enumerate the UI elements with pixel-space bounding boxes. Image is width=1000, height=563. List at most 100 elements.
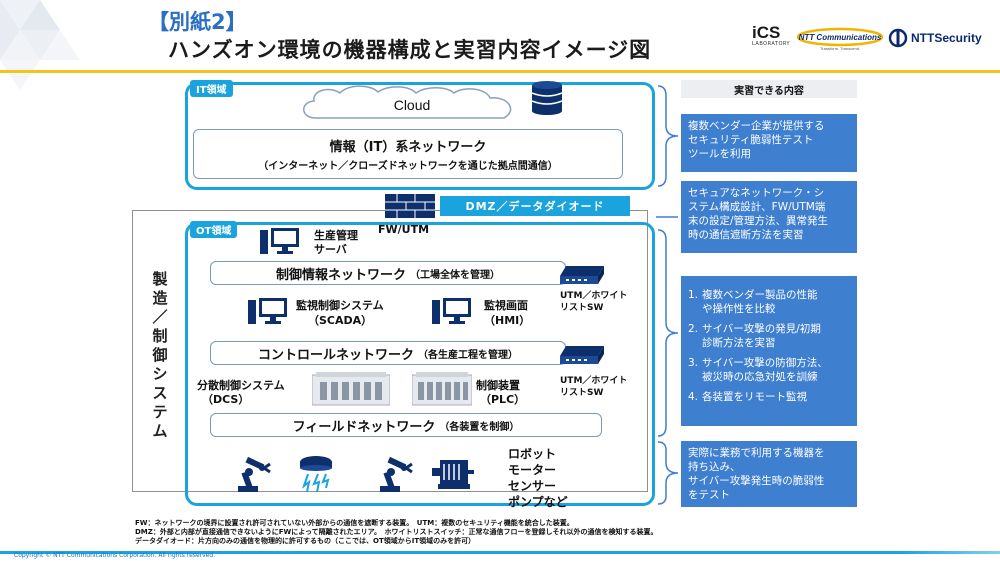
practice-list-item: 3.サイバー攻撃の防御方法、 被災時の応急対処を訓練	[688, 356, 850, 384]
glossary-notes: FW：ネットワークの境界に設置され許可されていない外部からの通信を遮断する装置。…	[135, 519, 657, 546]
server-computer-icon	[260, 228, 299, 254]
field-network-box: フィールドネットワーク （各装置を制御）	[210, 413, 602, 437]
mfg-char: 製	[152, 269, 168, 288]
glossary-line: データダイオード：片方向のみの通信を物理的に許可するもの（ここでは、OT領域から…	[135, 537, 476, 545]
practice-line: 複数ベンダー企業が提供する	[688, 120, 825, 132]
item-line: サイバー攻撃の防御方法、	[702, 357, 828, 369]
practice-list-item: 2.サイバー攻撃の発見/初期 診断方法を実習	[688, 322, 850, 350]
practice-line: サイバー攻撃発生時の脆弱性	[688, 475, 825, 487]
practice-line: セキュリティ脆弱性テスト	[688, 134, 814, 146]
scada-computer-icon	[248, 298, 287, 324]
dcs-cabinet-icon	[312, 372, 390, 406]
database-icon	[531, 81, 563, 115]
hmi-computer-icon	[432, 298, 471, 324]
header-divider	[0, 70, 1000, 73]
practice-box-own-devices: 実際に業務で利用する機器を 持ち込み、 サイバー攻撃発生時の脆弱性 をテスト	[681, 441, 857, 507]
practice-line: 実際に業務で利用する機器を	[688, 447, 825, 459]
mfg-char: 御	[152, 345, 168, 364]
ot-zone-tag: OT領域	[190, 221, 238, 238]
copyright: Copyright © NTT Communications Corporati…	[14, 552, 216, 559]
utm-switch-label-2a: UTM／ホワイト	[560, 376, 628, 386]
corner-decoration	[0, 0, 80, 90]
cloud-icon: Cloud	[303, 85, 512, 119]
bracket-connector	[657, 229, 679, 437]
practice-line: セキュアなネットワーク・シ	[688, 187, 825, 199]
title-label: 【別紙2】	[148, 10, 247, 34]
prod-server-label-1: 生産管理	[314, 229, 358, 242]
scada-label-1: 監視制御システム	[296, 299, 384, 312]
practice-list-item: 4.各装置をリモート監視	[688, 390, 850, 404]
firewall-icon	[385, 194, 435, 218]
motor-icon	[432, 460, 474, 489]
ntt-logo-sub: Transform. Transcend.	[820, 46, 860, 51]
item-number: 4.	[688, 391, 699, 403]
item-line: 診断方法を実習	[702, 337, 776, 349]
hmi-label-2: （HMI）	[484, 314, 531, 327]
device-sensor-label: センサー	[508, 479, 557, 493]
device-motor-label: モーター	[508, 463, 557, 477]
mfg-char: 制	[152, 326, 168, 345]
plc-label-1: 制御装置	[476, 379, 520, 392]
utm-switch-icon	[560, 266, 604, 284]
utm-switch-label-1a: UTM／ホワイト	[560, 291, 628, 301]
page-title: ハンズオン環境の機器構成と実習内容イメージ図	[168, 38, 652, 62]
mfg-char: ／	[152, 307, 168, 326]
item-line: 被災時の応急対処を訓練	[702, 371, 818, 383]
info-network-title: 情報（IT）系ネットワーク	[329, 140, 487, 155]
practice-content-heading: 実習できる内容	[681, 80, 857, 98]
control-info-network-box: 制御情報ネットワーク （工場全体を管理）	[210, 261, 566, 285]
sensor-icon	[300, 456, 332, 493]
bracket-connector	[656, 216, 678, 218]
ics-logo: iCS LABORATORY	[752, 24, 790, 52]
fw-utm-label: FW/UTM	[378, 223, 430, 236]
item-number: 2.	[688, 323, 699, 335]
item-number: 1.	[688, 289, 699, 301]
it-zone-tag: IT領域	[190, 80, 233, 97]
practice-line: 持ち込み、	[688, 461, 741, 473]
ntt-security-mark-icon	[888, 28, 908, 48]
utm-switch-icon	[560, 346, 604, 364]
item-line: や操作性を比較	[702, 303, 776, 315]
practice-line: ステム構成設計、FW/UTM端	[688, 201, 826, 213]
control-network-box: コントロールネットワーク （各生産工程を管理）	[210, 341, 566, 365]
practice-list-item: 1.複数ベンダー製品の性能 や操作性を比較	[688, 288, 850, 316]
ics-logo-sub: LABORATORY	[752, 41, 791, 47]
mfg-char: シ	[152, 364, 168, 383]
glossary-line: FW：ネットワークの境界に設置され許可されていない外部からの通信を遮断する装置。…	[135, 519, 574, 527]
hmi-label-1: 監視画面	[484, 299, 528, 312]
practice-box-tools: 複数ベンダー企業が提供する セキュリティ脆弱性テスト ツールを利用	[681, 114, 857, 172]
utm-switch-label-1b: リストSW	[560, 303, 604, 313]
info-network-box: 情報（IT）系ネットワーク （インターネット／クローズドネットワークを通じた拠点…	[193, 129, 623, 179]
utm-switch-label-2b: リストSW	[560, 388, 604, 398]
dcs-label-1: 分散制御システム	[197, 379, 285, 392]
device-pump-label: ポンプなど	[508, 495, 568, 509]
scada-label-2: （SCADA）	[308, 314, 373, 327]
control-network-title: コントロールネットワーク	[257, 347, 414, 363]
robot-arm-icon	[238, 456, 271, 492]
practice-line: をテスト	[688, 489, 730, 501]
mfg-char: ム	[152, 421, 168, 440]
item-number: 3.	[688, 357, 699, 369]
footer-divider	[0, 551, 1000, 554]
ntt-security-logo: NTTSecurity	[888, 26, 998, 50]
ics-logo-text: iCS	[752, 23, 781, 42]
practice-line: ツールを利用	[688, 148, 751, 160]
control-network-subtitle: （各生産工程を管理）	[418, 349, 518, 361]
ntt-logo-text: NTT Communications	[799, 33, 882, 42]
bracket-connector	[657, 85, 679, 187]
robot-arm-icon	[380, 456, 413, 492]
mfg-char: テ	[152, 402, 168, 421]
control-info-network-title: 制御情報ネットワーク	[275, 267, 406, 283]
field-network-title: フィールドネットワーク	[292, 419, 436, 435]
info-network-subtitle: （インターネット／クローズドネットワークを通じた拠点間通信）	[258, 161, 558, 172]
practice-box-list: 1.複数ベンダー製品の性能 や操作性を比較 2.サイバー攻撃の発見/初期 診断方…	[681, 276, 857, 426]
manufacturing-system-label: 製 造 ／ 制 御 シ ス テ ム	[140, 270, 180, 440]
item-line: サイバー攻撃の発見/初期	[702, 323, 821, 335]
bracket-connector	[657, 441, 679, 505]
field-network-subtitle: （各装置を制御）	[439, 421, 520, 433]
device-robot-label: ロボット	[508, 447, 557, 461]
dcs-label-2: （DCS）	[202, 393, 250, 406]
control-info-network-subtitle: （工場全体を管理）	[410, 269, 500, 281]
plc-label-2: （PLC）	[480, 393, 526, 406]
glossary-line: DMZ：外部と内部が直接通信できないようにFWによって隔離されたエリア。 ホワイ…	[135, 528, 658, 536]
